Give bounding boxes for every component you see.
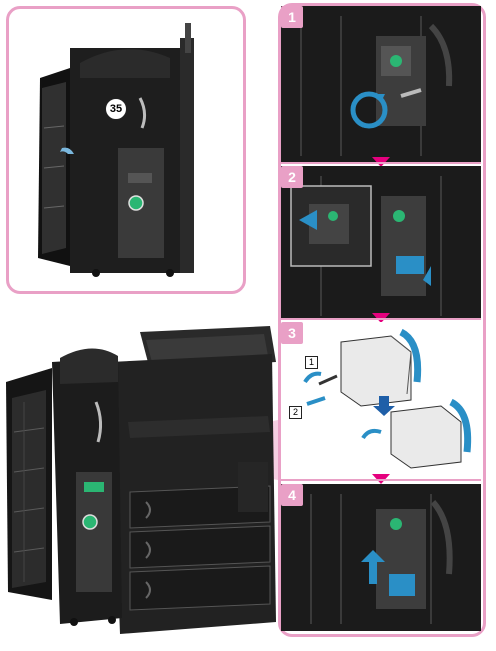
- step-3-label-2: 2: [289, 406, 302, 419]
- step-4-number: 4: [281, 484, 303, 506]
- steps-frame: [278, 3, 486, 637]
- step-2-number: 2: [281, 166, 303, 188]
- step-1-separator: [281, 162, 481, 164]
- overview-frame: [6, 6, 246, 294]
- step-3-image: [281, 322, 481, 472]
- finisher-open-illustration: [38, 23, 194, 277]
- step-3-label-1: 1: [305, 356, 318, 369]
- step-3-number: 3: [281, 322, 303, 344]
- step-2-separator: [281, 318, 481, 320]
- step-1-number: 1: [281, 6, 303, 28]
- step-3-separator: [281, 479, 481, 481]
- overview-illustration: [30, 18, 220, 280]
- step-4-image: [281, 484, 481, 631]
- step-1-image: [281, 6, 481, 162]
- overview-callout: 35: [105, 98, 127, 120]
- machine-illustration: [0, 322, 278, 644]
- step-2-image: [281, 166, 481, 318]
